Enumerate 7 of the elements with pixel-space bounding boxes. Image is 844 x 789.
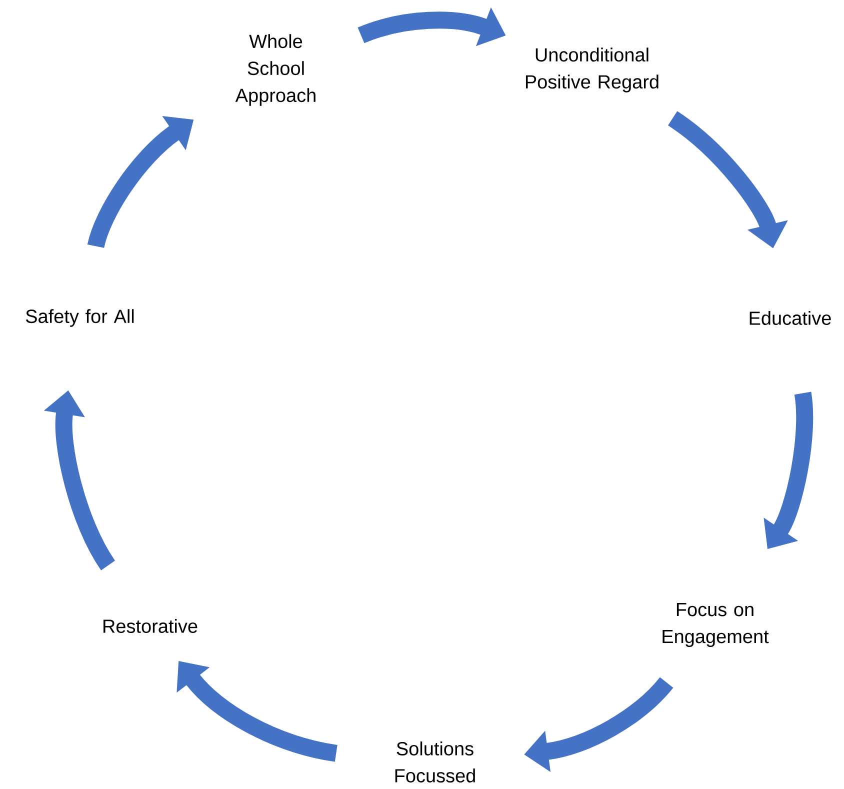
node-label: Solutions Focussed	[395, 742, 475, 782]
node-label: Restorative	[104, 619, 198, 633]
node-label: Unconditional Positive Regard	[526, 48, 658, 92]
node-label: Whole School Approach	[235, 34, 316, 106]
node-label: Focus on Engagement	[662, 602, 769, 647]
node-label: Safety for All	[26, 309, 134, 327]
node-label: Educative	[750, 311, 831, 325]
